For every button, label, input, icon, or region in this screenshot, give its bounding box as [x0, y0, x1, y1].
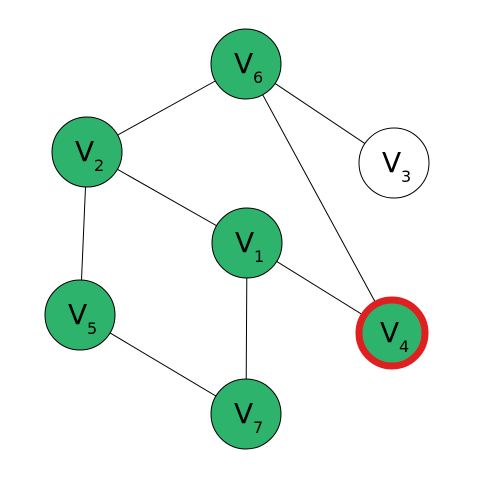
- node-subscript-v4: 4: [399, 337, 409, 356]
- node-subscript-v3: 3: [401, 167, 411, 186]
- node-subscript-v6: 6: [253, 68, 263, 87]
- node-subscript-v1: 1: [254, 247, 264, 266]
- node-subscript-v5: 5: [87, 319, 97, 338]
- node-label-v1: V: [235, 226, 254, 259]
- node-circle-v3: [358, 127, 430, 199]
- node-label-v2: V: [75, 135, 94, 168]
- node-label-v6: V: [234, 47, 253, 80]
- node-circle-v5: [44, 279, 116, 351]
- node-circle-v7: [210, 378, 282, 450]
- edge-v6-v4: [245, 63, 393, 334]
- node-circle-v1: [211, 207, 283, 279]
- node-subscript-v7: 7: [253, 418, 263, 437]
- node-circle-v2: [51, 116, 123, 188]
- node-circle-v6: [210, 28, 282, 100]
- node-subscript-v2: 2: [94, 156, 104, 175]
- node-label-v5: V: [68, 298, 87, 331]
- node-label-v7: V: [234, 397, 253, 430]
- node-label-v4: V: [380, 316, 399, 349]
- node-circle-v4: [355, 296, 429, 370]
- node-label-v3: V: [382, 146, 401, 179]
